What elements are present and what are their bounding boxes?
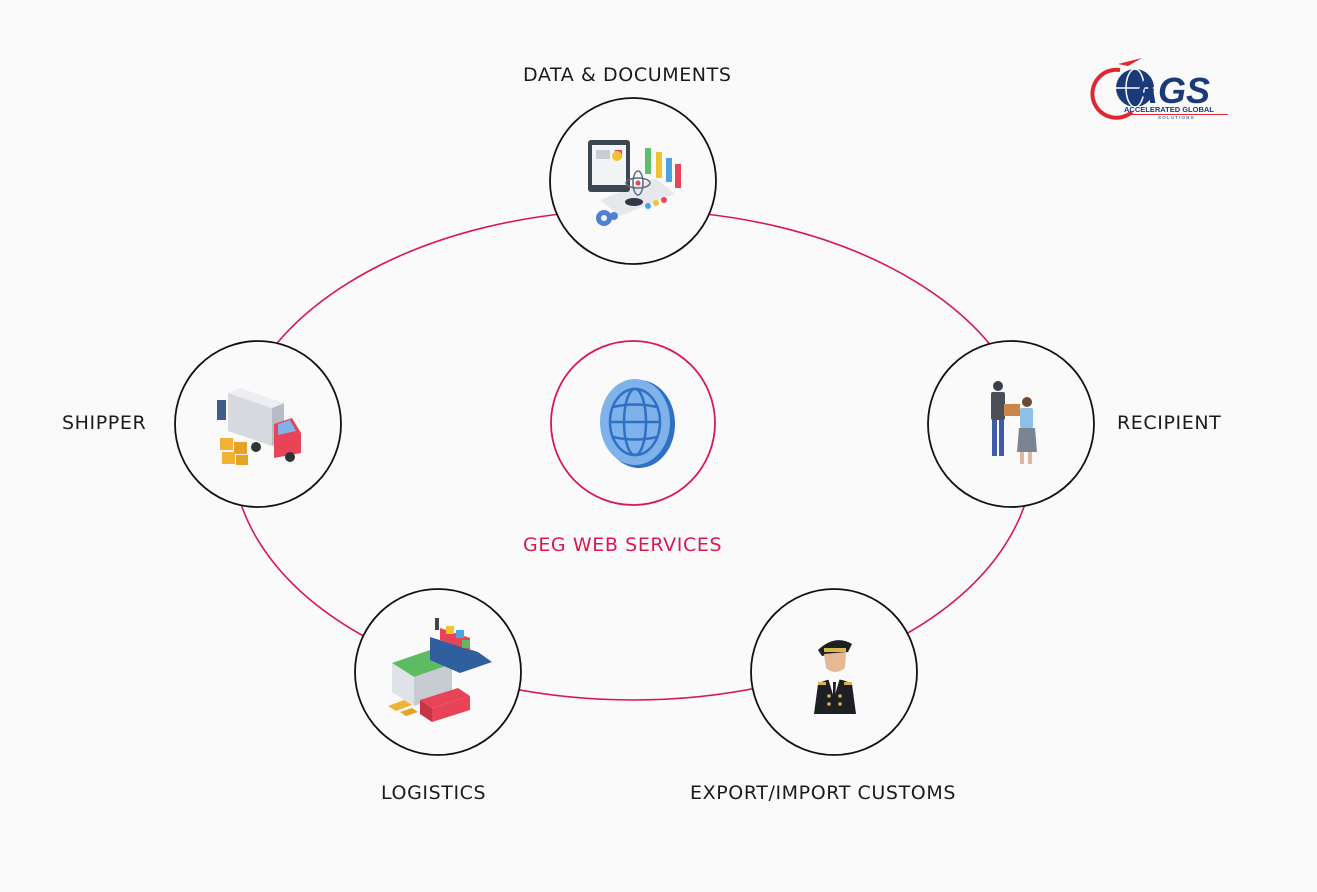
logo-line1: ACCELERATED GLOBAL xyxy=(1124,105,1214,114)
center-node xyxy=(550,340,716,506)
globe-icon xyxy=(600,379,675,468)
logo-line2: SOLUTIONS xyxy=(1158,115,1195,120)
customs-officer-icon xyxy=(814,640,856,714)
node-customs xyxy=(750,588,918,756)
node-label-shipper: SHIPPER xyxy=(62,412,147,434)
node-data-documents xyxy=(549,97,717,265)
warehouse-ship-icon xyxy=(388,618,492,722)
node-label-customs: EXPORT/IMPORT CUSTOMS xyxy=(690,782,956,804)
delivery-truck-icon xyxy=(217,388,301,465)
package-handover-icon xyxy=(991,381,1037,464)
node-label-data-documents: DATA & DOCUMENTS xyxy=(523,64,732,86)
node-recipient xyxy=(927,340,1095,508)
node-shipper xyxy=(174,340,342,508)
logo-mark: AGS xyxy=(1131,70,1210,111)
center-label: GEG WEB SERVICES xyxy=(523,534,723,556)
analytics-dashboard-icon xyxy=(588,140,681,226)
node-label-logistics: LOGISTICS xyxy=(381,782,487,804)
ags-logo: AGS ACCELERATED GLOBAL SOLUTIONS xyxy=(1090,58,1228,120)
node-logistics xyxy=(354,588,522,756)
node-label-recipient: RECIPIENT xyxy=(1117,412,1222,434)
